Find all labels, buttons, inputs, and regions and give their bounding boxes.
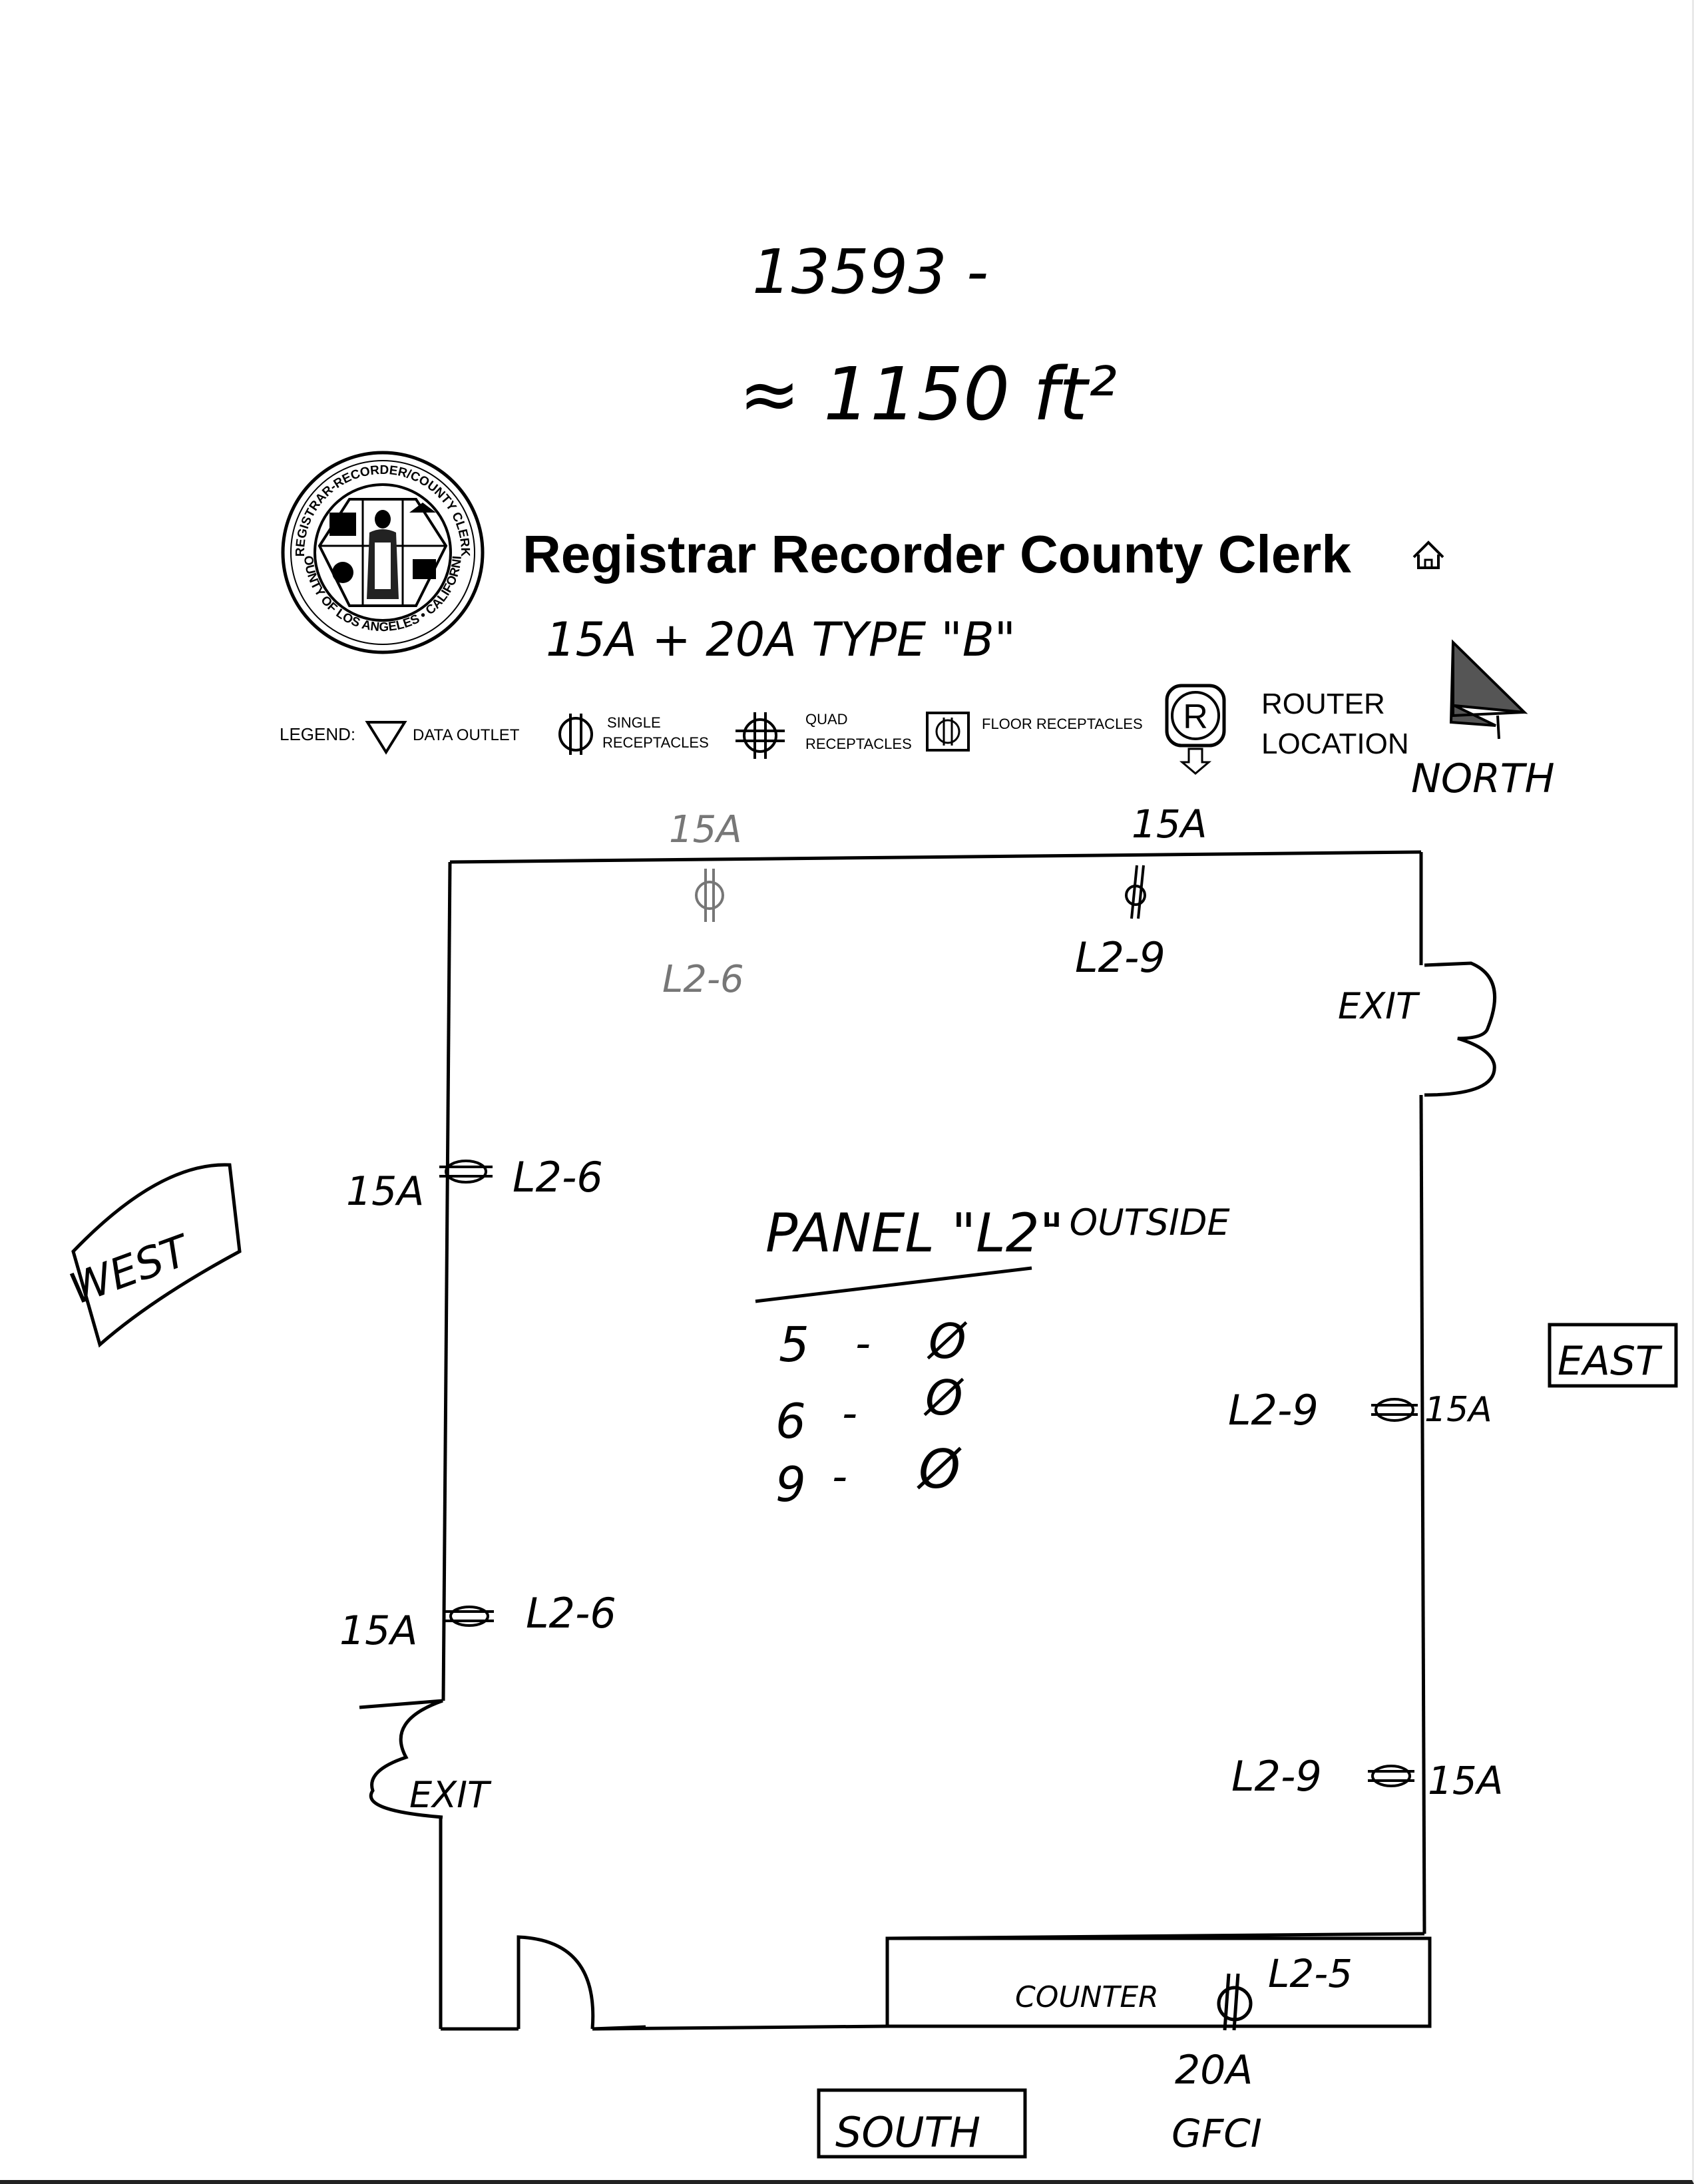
east-label-box [1548, 1323, 1678, 1388]
data-outlet-icon [365, 721, 407, 755]
single-receptacle-icon [1125, 865, 1146, 919]
single-receptacle-icon [1368, 1765, 1414, 1787]
west-outlet-1-circuit: L2-6 [513, 1153, 603, 1201]
north-arrow-icon [1449, 639, 1528, 740]
quad-receptacle-icon [1217, 1973, 1253, 2031]
panel-row-6-status: Ø [923, 1370, 964, 1426]
single-receptacle-icon [695, 869, 724, 922]
job-number: 13593 - [752, 236, 988, 308]
page-title: Registrar Recorder County Clerk [523, 525, 1351, 584]
east-exit-door [1424, 961, 1497, 1097]
panel-row-5-status: Ø [927, 1313, 968, 1369]
router-text-1: ROUTER [1261, 688, 1385, 720]
legend-data-outlet: DATA OUTLET [413, 726, 520, 744]
exit-east-label: EXIT [1338, 985, 1420, 1027]
panel-title: PANEL "L2" [765, 1202, 1064, 1264]
legend-single-1: SINGLE [607, 714, 661, 731]
legend-quad-2: RECEPTACLES [805, 736, 912, 752]
exit-west-label: EXIT [409, 1774, 492, 1816]
east-outlet-1-amps: 15A [1424, 1390, 1492, 1430]
router-icon [1165, 684, 1226, 775]
east-label: EAST [1558, 1338, 1663, 1385]
panel-row-9-dash: - [832, 1452, 847, 1502]
north-outlet-2-circuit: L2-9 [1075, 933, 1165, 982]
east-outlet-1-circuit: L2-9 [1228, 1386, 1319, 1434]
panel-row-5-circuit: 5 [779, 1317, 809, 1373]
counter-outlet-type: GFCI [1171, 2111, 1262, 2156]
floor-receptacle-icon [926, 712, 970, 752]
panel-row-6-dash: - [842, 1389, 857, 1438]
south-door-swing [517, 1935, 595, 2030]
east-outlet-2-circuit: L2-9 [1231, 1752, 1322, 1801]
west-exit-door [359, 1699, 443, 1819]
legend-single-2: RECEPTACLES [602, 734, 709, 751]
west-label-box [71, 1163, 242, 1348]
single-receptacle-icon [1371, 1398, 1418, 1422]
single-receptacle-icon [445, 1606, 494, 1627]
legend: LEGEND: DATA OUTLET SINGLE RECEPTACLES Q… [280, 684, 1409, 775]
counter-label: COUNTER [1015, 1980, 1159, 2014]
panel-row-6-circuit: 6 [775, 1393, 806, 1449]
panel-location: - OUTSIDE [1045, 1201, 1230, 1243]
counter-outlet-amps: 20A [1175, 2047, 1253, 2093]
quad-receptacle-icon [736, 712, 785, 759]
counter-outlet-circuit: L2-5 [1268, 1951, 1353, 1996]
legend-label: LEGEND: [280, 724, 355, 744]
legend-floor: FLOOR RECEPTACLES [982, 716, 1143, 732]
west-outlet-1-amps: 15A [346, 1168, 424, 1215]
south-label: SOUTH [835, 2108, 980, 2157]
panel-row-5-dash: - [855, 1319, 871, 1369]
east-outlet-2-amps: 15A [1428, 1758, 1503, 1803]
west-outlet-2-circuit: L2-6 [526, 1589, 616, 1638]
room-outline [439, 850, 1432, 2031]
breaker-types-note: 15A + 20A TYPE "B" [546, 612, 1016, 667]
north-outlet-2-amps: 15A [1132, 801, 1207, 847]
single-receptacle-icon [439, 1160, 493, 1184]
panel-row-9-circuit: 9 [775, 1456, 806, 1512]
north-outlet-1-circuit: L2-6 [662, 958, 744, 1001]
single-receptacle-icon [558, 714, 593, 755]
south-label-box [817, 2088, 1027, 2159]
router-text-2: LOCATION [1261, 728, 1409, 760]
north-label: NORTH [1411, 756, 1555, 802]
north-outlet-1-amps: 15A [669, 808, 742, 851]
legend-quad-1: QUAD [805, 711, 848, 728]
west-outlet-2-amps: 15A [339, 1608, 417, 1654]
router-symbol: R [1183, 698, 1208, 736]
area-note: ≈ 1150 ft² [739, 351, 1117, 437]
home-icon[interactable] [1412, 541, 1444, 569]
panel-row-9-status: Ø [917, 1438, 962, 1500]
